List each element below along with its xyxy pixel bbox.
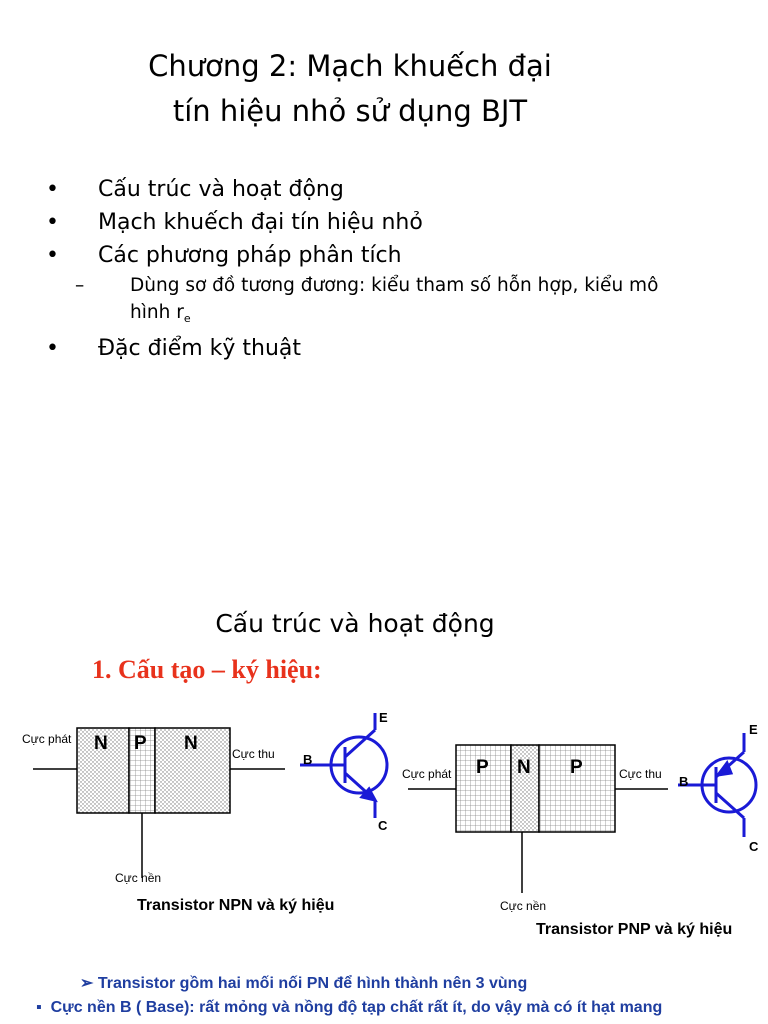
bullet-list: • Cấu trúc và hoạt động • Mạch khuếch đạ…: [40, 173, 720, 365]
title-line-1: Chương 2: Mạch khuếch đại: [148, 49, 552, 83]
bullet-text: Cấu trúc và hoạt động: [98, 177, 344, 202]
pnp-symbol: [678, 733, 758, 837]
bullet-dot: •: [46, 243, 59, 268]
npn-region-label: P: [134, 733, 147, 754]
npn-structure: [33, 727, 285, 878]
npn-symbol: [300, 713, 389, 818]
sub-bullet-dash: –: [75, 275, 85, 296]
npn-terminal-c: C: [378, 818, 388, 833]
pnp-region-label: P: [570, 757, 583, 778]
bullet-dot: •: [46, 177, 59, 202]
slide-2: Cấu trúc và hoạt động 1. Cấu tạo – ký hi…: [0, 585, 768, 1024]
bullet-item: • Đặc điểm kỹ thuật: [40, 332, 720, 365]
bullet-text: Các phương pháp phân tích: [98, 243, 402, 268]
pnp-region-label: P: [476, 757, 489, 778]
pnp-caption: Transistor PNP và ký hiệu: [536, 921, 733, 938]
npn-region-label: N: [184, 733, 198, 754]
bullet-text: Mạch khuếch đại tín hiệu nhỏ: [98, 210, 423, 235]
npn-emitter-region: [76, 727, 130, 814]
npn-terminal-e: E: [379, 710, 388, 725]
sub-bullet-line-2: hình re: [130, 299, 720, 332]
bullet-item: • Các phương pháp phân tích: [40, 239, 720, 272]
pnp-base-region: [510, 744, 540, 833]
pnp-collector-label: Cực thu: [619, 767, 662, 781]
square-bullet-icon: ▪: [36, 999, 42, 1016]
pnp-emitter-label: Cực phát: [402, 767, 452, 781]
pnp-collector-region: [538, 744, 616, 833]
section-heading: 1. Cấu tạo – ký hiệu:: [92, 655, 322, 684]
slide-2-title: Cấu trúc và hoạt động: [215, 609, 495, 638]
npn-collector-label: Cực thu: [232, 747, 275, 761]
npn-caption: Transistor NPN và ký hiệu: [137, 897, 335, 914]
npn-collector-region: [154, 727, 231, 814]
subscript-e: e: [183, 312, 191, 325]
title-line-2: tín hiệu nhỏ sử dụng BJT: [172, 94, 528, 128]
pnp-terminal-c: C: [749, 839, 759, 854]
npn-region-label: N: [94, 733, 108, 754]
npn-emitter-label: Cực phát: [22, 732, 72, 746]
arrow-bullet-icon: ➢: [80, 975, 94, 992]
npn-base-label: Cực nền: [115, 871, 162, 885]
pnp-region-label: N: [517, 757, 531, 778]
pnp-terminal-b: B: [679, 774, 689, 789]
note-line-1: ➢ Transistor gồm hai mối nối PN để hình …: [80, 973, 527, 993]
transistor-diagram: [33, 713, 758, 893]
slide-1: Chương 2: Mạch khuếch đại tín hiệu nhỏ s…: [0, 44, 720, 365]
pnp-terminal-e: E: [749, 722, 758, 737]
npn-terminal-b: B: [303, 752, 313, 767]
pnp-structure: [408, 744, 668, 893]
note-text-2: Cực nền B ( Base): rất mỏng và nồng độ t…: [50, 999, 663, 1016]
pnp-base-label: Cực nền: [500, 899, 547, 913]
bullet-dot: •: [46, 336, 59, 361]
note-text-1: Transistor gồm hai mối nối PN để hình th…: [97, 975, 528, 992]
bullet-item: • Mạch khuếch đại tín hiệu nhỏ: [40, 206, 720, 239]
bullet-dot: •: [46, 210, 59, 235]
bullet-text: Đặc điểm kỹ thuật: [98, 336, 302, 361]
sub-bullet-line-1: Dùng sơ đồ tương đương: kiểu tham số hỗn…: [130, 275, 659, 296]
sub-bullet-text: hình r: [130, 302, 184, 323]
bullet-item: • Cấu trúc và hoạt động: [40, 173, 720, 206]
sub-bullet-item: – Dùng sơ đồ tương đương: kiểu tham số h…: [40, 272, 720, 332]
note-line-2: ▪ Cực nền B ( Base): rất mỏng và nồng độ…: [36, 999, 662, 1017]
slide-title: Chương 2: Mạch khuếch đại tín hiệu nhỏ s…: [0, 44, 700, 134]
